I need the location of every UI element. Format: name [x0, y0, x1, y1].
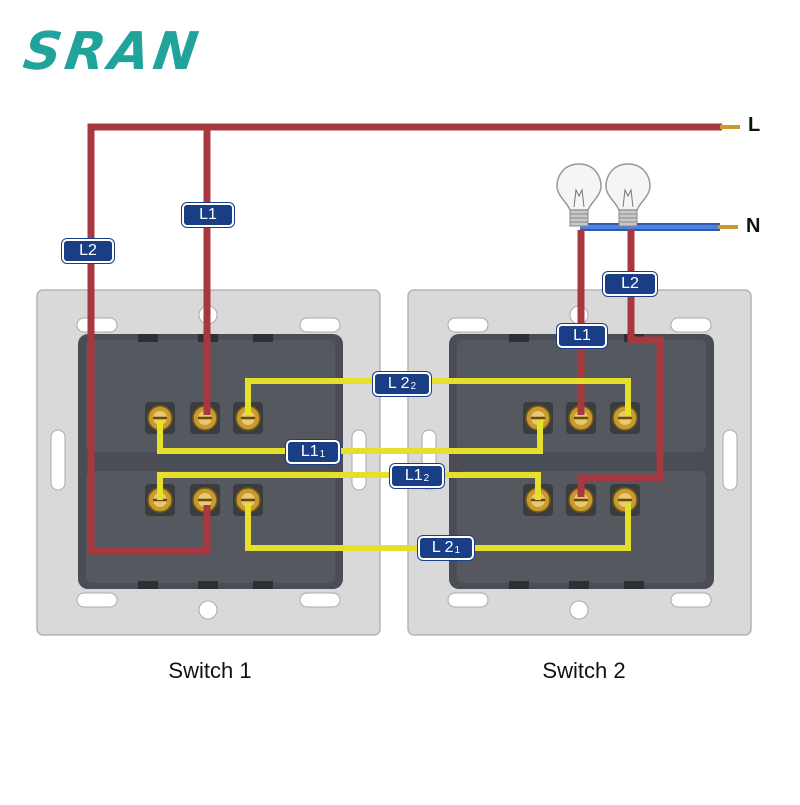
- live-wires: [87, 123, 722, 555]
- switch1-caption: Switch 1: [168, 658, 252, 683]
- bulb-icon: [605, 163, 651, 227]
- wire-tag-l1-right: L1: [557, 324, 607, 348]
- neutral-terminal-label: N: [746, 215, 761, 237]
- wire-tag-l2-left: L2: [62, 239, 114, 263]
- wire-tag-l1-2: L12: [390, 464, 444, 488]
- wire-tag-l1-1: L11: [286, 440, 340, 464]
- switch2-caption: Switch 2: [542, 658, 626, 683]
- brand-logo: SRAN: [19, 22, 206, 82]
- bulb-icon: [556, 163, 602, 227]
- wire-tag-l2-2: L 22: [373, 372, 431, 396]
- live-terminal-label: L: [748, 114, 761, 136]
- wire-tag-l2-1: L 21: [418, 536, 474, 560]
- wire-tag-l1-top: L1: [182, 203, 234, 227]
- wire-tag-l2-right: L2: [603, 272, 657, 296]
